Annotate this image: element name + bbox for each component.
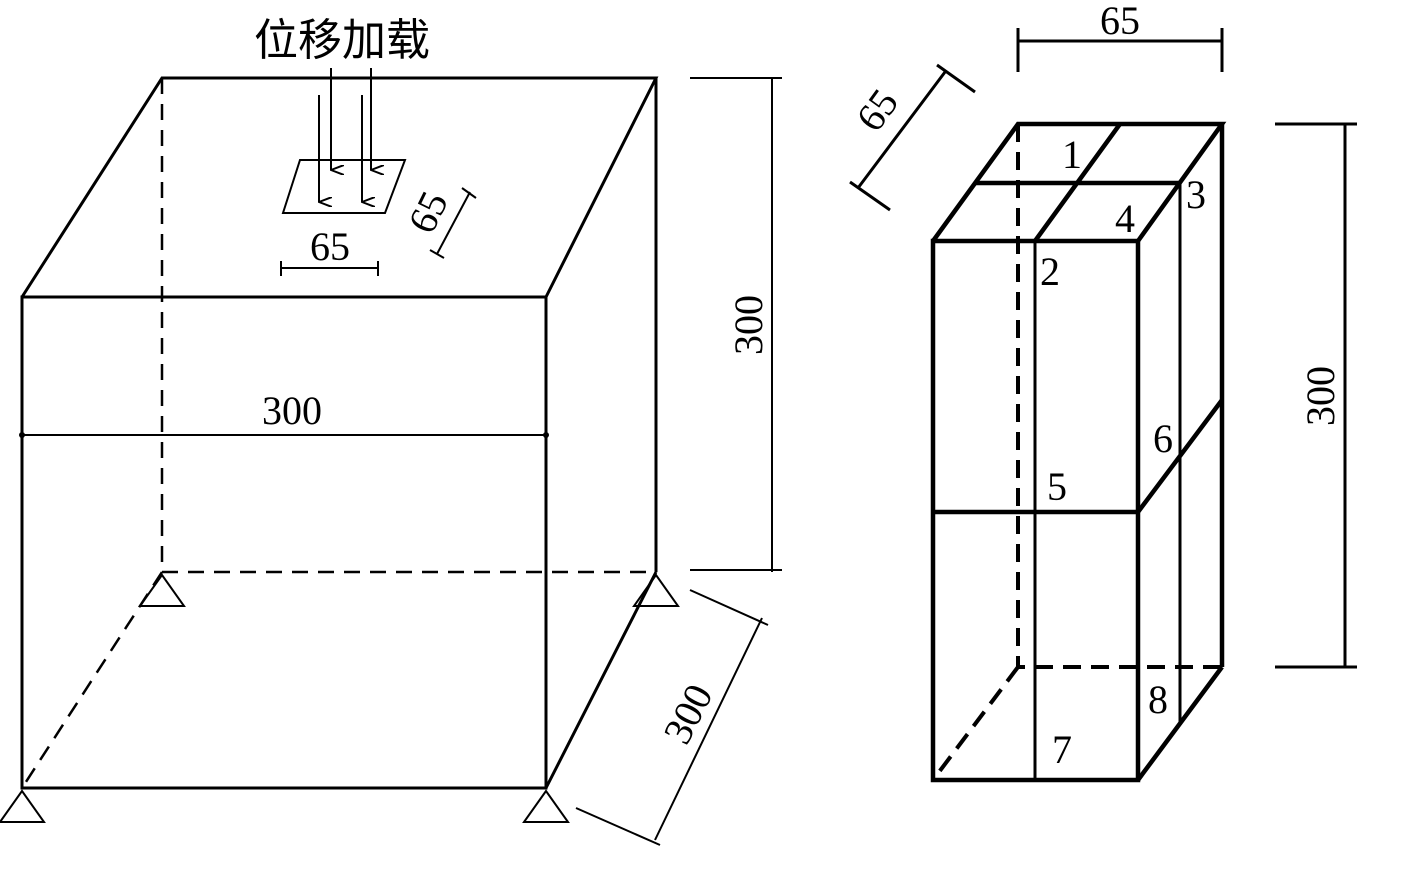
load-label: 位移加载 [254,16,430,65]
right-height-dimension: 300 [1275,122,1357,669]
svg-text:300: 300 [262,388,322,433]
svg-text:3: 3 [1186,172,1206,217]
displacement-load: 位移加载 [254,16,430,214]
svg-text:300: 300 [1298,366,1343,426]
svg-text:1: 1 [1062,132,1082,177]
svg-text:8: 8 [1148,677,1168,722]
svg-text:6: 6 [1153,416,1173,461]
left-depth-dimension: 300 [575,589,769,846]
svg-text:300: 300 [726,295,771,355]
right-column [930,121,1227,783]
left-height-dimension: 300 [690,77,782,572]
loading-plate [281,159,407,214]
support-triangles [0,573,680,823]
svg-text:5: 5 [1047,464,1067,509]
right-width-dimension: 65 [1016,0,1224,72]
left-cube [20,76,659,790]
plate-width-dimension: 65 [280,224,379,276]
svg-text:300: 300 [654,677,721,751]
svg-text:7: 7 [1052,727,1072,772]
svg-text:65: 65 [1100,0,1140,43]
point-labels: 1 2 3 4 5 6 7 8 [1040,132,1206,772]
svg-text:65: 65 [847,81,907,140]
right-depth-dimension: 65 [847,63,976,212]
plate-depth-dimension: 65 [399,184,477,259]
svg-text:65: 65 [310,224,350,269]
svg-text:4: 4 [1115,196,1135,241]
left-width-dimension: 300 [19,388,549,438]
svg-text:2: 2 [1040,249,1060,294]
